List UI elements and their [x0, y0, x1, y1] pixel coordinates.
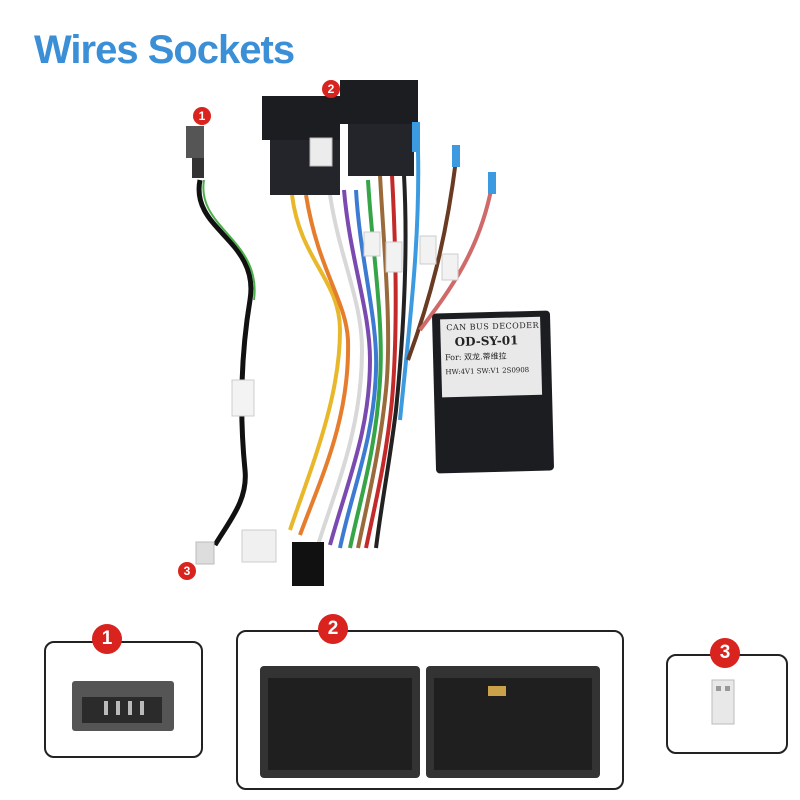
callout-badge-3: 3 — [178, 562, 196, 580]
pin-tips — [412, 122, 496, 194]
can-bus-decoder: CAN BUS DECODER OD-SY-01 For: 双龙.蒂维拉 HW:… — [431, 310, 555, 474]
main-connector-top — [262, 80, 418, 195]
detail-box-2 — [236, 630, 624, 790]
wire-bundle — [288, 149, 494, 549]
page-title: Wires Sockets — [34, 28, 295, 72]
detail-badge-3: 3 — [710, 638, 740, 668]
detail-badge-1: 1 — [92, 624, 122, 654]
detail-box-3 — [666, 654, 788, 754]
decoder-version: HW:4V1 SW:V1 2S0908 — [445, 366, 530, 377]
connector-1-closeup — [72, 681, 174, 731]
callout-badge-2: 2 — [322, 80, 340, 98]
bottom-connectors — [241, 529, 324, 586]
detail-badge-2: 2 — [318, 614, 348, 644]
decoder-for: For: 双龙.蒂维拉 — [444, 351, 507, 363]
decoder-model: OD-SY-01 — [454, 333, 519, 349]
connector-3-closeup — [711, 679, 735, 725]
decoder-line-1: CAN BUS DECODER — [446, 320, 540, 333]
callout-badge-1: 1 — [193, 107, 211, 125]
detail-box-1 — [44, 641, 203, 758]
connector-2-closeup — [260, 666, 600, 778]
decoder-label: CAN BUS DECODER OD-SY-01 For: 双龙.蒂维拉 HW:… — [440, 316, 543, 398]
wire-tags — [363, 231, 459, 281]
cable-1 — [186, 126, 256, 565]
